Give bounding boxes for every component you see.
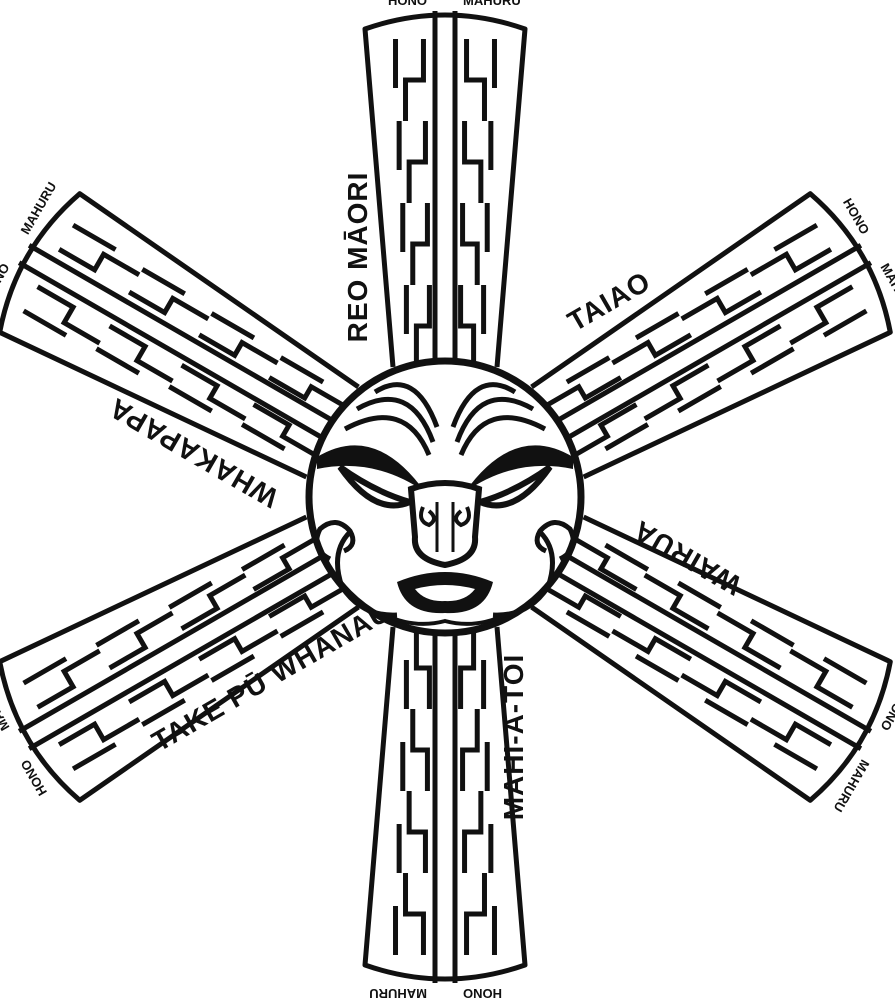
- rail: [17, 260, 329, 443]
- stepped-pattern: [22, 535, 348, 772]
- arm-label-bottom: MAHI-A-TOI: [498, 654, 529, 821]
- end-label-mahuru: MAHURU: [463, 0, 521, 8]
- rail: [561, 551, 873, 734]
- stepped-pattern: [542, 535, 868, 772]
- end-label-hono: HONO: [388, 0, 427, 8]
- stepped-pattern: [542, 222, 868, 459]
- arm-label-top: REO MĀORI: [342, 172, 373, 343]
- rail: [17, 551, 329, 734]
- rail: [551, 243, 863, 426]
- stepped-pattern: [393, 39, 497, 367]
- rail: [27, 243, 339, 426]
- arm-outline: [362, 12, 528, 368]
- rail: [27, 568, 339, 751]
- maori-face-icon: [305, 357, 585, 637]
- arm-bottom: HONO MAHURU MAHI-A-TOI: [362, 626, 529, 1001]
- end-label-hono: HONO: [463, 986, 502, 1000]
- end-label-mahuru: MAHURU: [369, 986, 427, 1000]
- stepped-pattern: [22, 222, 348, 459]
- arm-top: HONO MAHURU REO MĀORI: [342, 0, 528, 368]
- rail: [551, 568, 863, 751]
- rail: [561, 260, 873, 443]
- stepped-pattern: [393, 627, 497, 955]
